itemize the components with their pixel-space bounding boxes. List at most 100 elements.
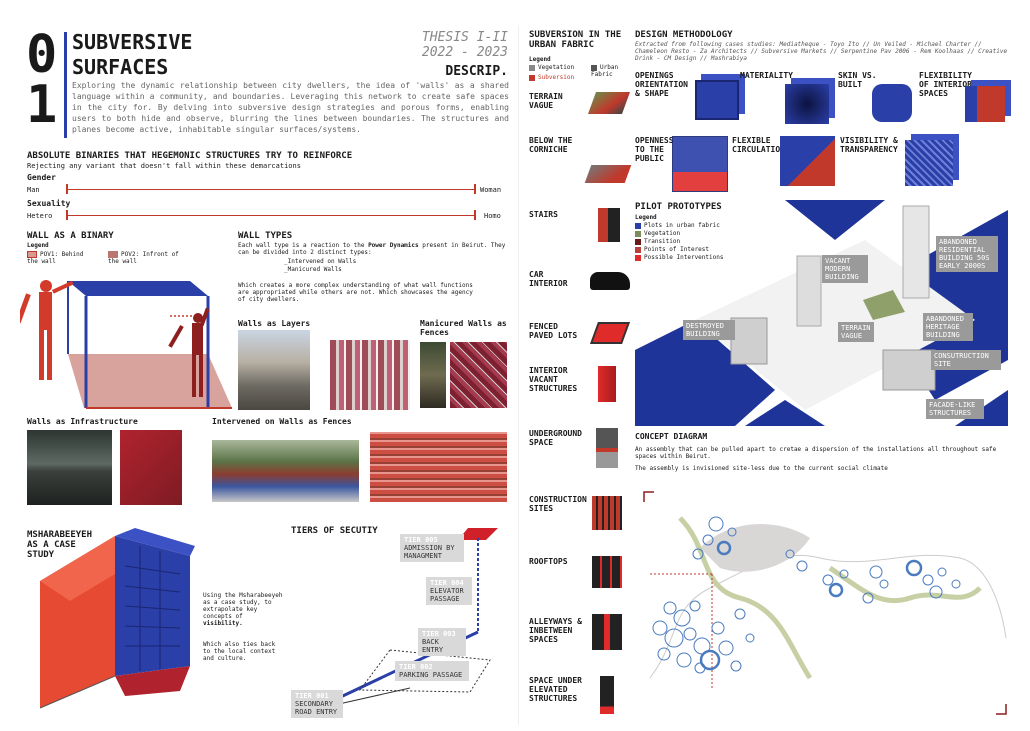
methodology-cases: Extracted from following cases studies: … — [635, 41, 1008, 62]
subversion-item-terrain: TERRAIN VAGUE — [529, 92, 563, 110]
subversion-item-rooftops: ROOFTOPS — [529, 557, 568, 566]
gender-label: Gender — [27, 173, 56, 182]
title-line2: SURFACES — [72, 55, 169, 79]
msharabeeyeh-title: MSHARABEEYEH AS A CASE STUDY — [27, 530, 93, 560]
concept-frame-right — [996, 704, 1007, 715]
pilot-tag-destroyed: DESTROYED BUILDING — [683, 320, 735, 340]
wall-types-title: WALL TYPES — [238, 231, 293, 241]
pilot-title: PILOT PROTOTYPES — [635, 202, 722, 212]
pilot-tag-construction: CONSUTRUCTION SITE — [931, 350, 1001, 370]
pov2-legend: POV2: Infront of the wall — [108, 251, 183, 265]
pilot-tag-heritage: ABANDONED HERITAGE BUILDING — [923, 313, 973, 341]
subversion-item-corniche: BELOW THE CORNICHE — [529, 136, 573, 154]
concept-circulation: FLEXIBLE CIRCULATION — [732, 136, 785, 154]
icon-car — [590, 272, 630, 290]
subversion-item-construction: CONSTRUCTION SITES — [529, 495, 587, 513]
tier-002-code: TIER 002 — [399, 663, 433, 671]
project-number: 0 1 — [26, 29, 66, 131]
pilot-construction — [882, 349, 936, 391]
subversion-item-stairs: STAIRS — [529, 210, 558, 219]
figure-pov1 — [20, 280, 74, 380]
pilot-legend-1-text: Plots in urban fabric — [644, 222, 720, 229]
pilot-legend-2: Vegetation — [635, 230, 680, 237]
wall-type-1: _Intervened on Walls — [284, 258, 357, 265]
veg-swatch — [529, 64, 535, 71]
pov1-swatch — [27, 251, 37, 258]
wall-binary-legend: Legend — [27, 242, 49, 249]
msharabeeyeh-diagram — [39, 528, 195, 709]
subversion-legend-sub: Subversion — [529, 74, 574, 81]
sub-label: Subversion — [538, 74, 575, 81]
tier-top-platform — [458, 528, 498, 540]
msharabeeyeh-text-bold: visibility. — [203, 620, 243, 627]
concept-openings: OPENINGS ORIENTATION & SHAPE — [635, 71, 688, 98]
intro-paragraph: Exploring the dynamic relationship betwe… — [72, 81, 509, 134]
photo-manicured-1 — [420, 342, 446, 408]
subversion-item-car: CAR INTERIOR — [529, 270, 568, 288]
concept-materiality: MATERIALITY — [740, 71, 793, 80]
pilot-vegetation — [863, 290, 905, 320]
manicured-walls-title: Manicured Walls as Fences — [420, 319, 507, 337]
concept-skin: SKIN VS. BUILT — [838, 71, 877, 89]
pov1-text: POV1: Behind the wall — [27, 251, 84, 265]
pilot-legend-4-text: Points of Interest — [644, 246, 710, 253]
subversion-legend: Legend — [529, 56, 551, 63]
subversion-item-elevated: SPACE UNDER ELEVATED STRUCTURES — [529, 676, 582, 703]
tiers-title: TIERS OF SECUTIY — [291, 526, 378, 536]
tier-003-code: TIER 003 — [422, 630, 456, 638]
sexuality-line — [66, 215, 476, 216]
tier-005-code: TIER 005 — [404, 536, 438, 544]
thesis-name: THESIS I-II — [421, 30, 508, 45]
pilot-blue-plot-2 — [785, 200, 885, 240]
tier-001-code: TIER 001 — [295, 692, 329, 700]
pov2-swatch — [108, 251, 118, 258]
wall-floor — [68, 354, 232, 408]
urban-label: Urban Fabric — [591, 64, 619, 78]
gender-tick-right — [474, 184, 476, 194]
pilot-swatch-5 — [635, 254, 641, 261]
walls-layers-title: Walls as Layers — [238, 319, 311, 328]
subversion-item-fenced: FENCED PAVED LOTS — [529, 322, 578, 340]
concept-frame-left — [643, 491, 654, 502]
pilot-legend-4: Points of Interest — [635, 246, 709, 253]
gender-right: Woman — [480, 186, 502, 194]
sexuality-left: Hetero — [27, 212, 53, 220]
tier-004-text: ELEVATOR PASSAGE — [430, 587, 464, 603]
concept-openness: OPENNESS TO THE PUBLIC — [635, 136, 674, 163]
sexuality-tick-right — [474, 210, 476, 220]
photo-walls-layers-1 — [238, 330, 310, 410]
icon-rooftops — [592, 556, 622, 588]
pilot-swatch-4 — [635, 246, 641, 253]
concept-title: CONCEPT DIAGRAM — [635, 432, 708, 441]
wall-binary-diagram — [20, 280, 232, 409]
pov2-text: POV2: Infront of the wall — [108, 251, 179, 265]
wall-types-desc: Each wall type is a reaction to the Powe… — [238, 242, 508, 256]
pilot-blue-plot-1 — [635, 320, 775, 426]
subversion-legend-urban: Urban Fabric — [591, 64, 629, 78]
msharabeeyeh-text: Using the Msharabeeyeh as a case study, … — [203, 592, 283, 627]
project-title: SUBVERSIVE SURFACES — [72, 30, 192, 80]
icon-fenced — [589, 322, 631, 344]
concept-coastline — [649, 554, 1007, 679]
gender-tick-left — [66, 184, 68, 194]
concept-flexibility: FLEXIBILITY OF INTERIOR SPACES — [919, 71, 972, 98]
pilot-destroyed — [730, 317, 768, 365]
wall-top-plane — [68, 281, 208, 296]
thesis-label: THESIS I-II 2022 - 2023 — [418, 30, 508, 60]
tier-001-text: SECONDARY ROAD ENTRY — [295, 700, 338, 716]
concept-visibility: VISIBILITY & TRANSPARENCY — [840, 136, 898, 154]
photo-intervened-2 — [370, 432, 507, 502]
figure-pov2 — [168, 307, 210, 397]
pilot-legend-3: Transition — [635, 238, 680, 245]
cube-openings — [695, 80, 739, 120]
pilot-tag-terrain: TERRAIN VAGUE — [838, 322, 874, 342]
pilot-tag-facade: FACADE-LIKE STRUCTURES — [926, 399, 984, 419]
wall-type-2: _Manicured Walls — [284, 266, 342, 273]
tier-004-code: TIER 004 — [430, 579, 464, 587]
photo-infrastructure-2 — [120, 430, 182, 505]
pilot-legend-5: Possible Interventions — [635, 254, 723, 261]
